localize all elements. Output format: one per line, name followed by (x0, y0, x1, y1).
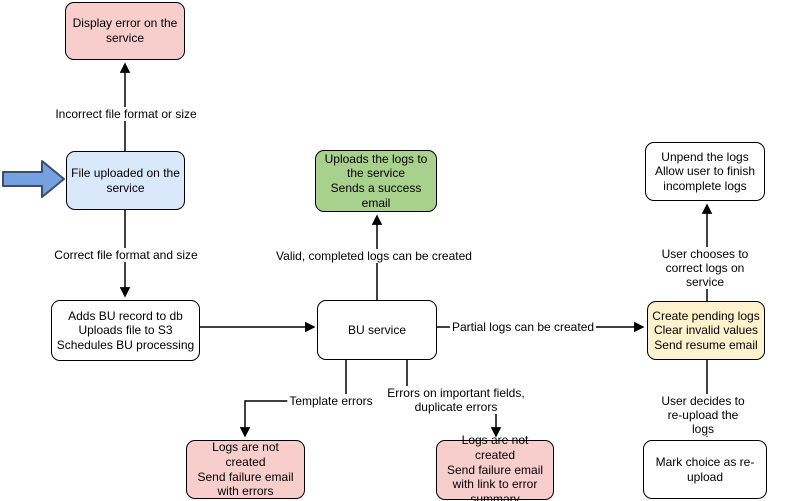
node-display-error[interactable]: Display error on the service (65, 2, 185, 60)
node-mark-reupload[interactable]: Mark choice as re-upload (643, 440, 767, 499)
node-bu-service[interactable]: BU service (317, 300, 437, 360)
edge-label-template-errors: Template errors (287, 394, 375, 409)
edge-label-choose-correct: User chooses to correct logs on service (657, 247, 753, 290)
node-file-uploaded[interactable]: File uploaded on the service (66, 151, 185, 210)
node-display-error-text: Display error on the service (72, 16, 178, 45)
node-adds-bu-record[interactable]: Adds BU record to db Uploads file to S3 … (51, 300, 200, 361)
edge-label-important-fields: Errors on important fields, duplicate er… (385, 386, 527, 415)
node-adds-bu-record-text: Adds BU record to db Uploads file to S3 … (56, 308, 195, 352)
entry-pointer-arrow-icon (2, 160, 65, 198)
node-failure-summary[interactable]: Logs are not created Send failure email … (436, 433, 554, 501)
edge-label-correct-format: Correct file format and size (52, 248, 200, 263)
edge-label-decide-reupload: User decides to re-upload the logs (654, 394, 752, 437)
node-mark-reupload-text: Mark choice as re-upload (655, 454, 755, 484)
node-failure-errors-text: Logs are not created Send failure email … (197, 440, 294, 499)
node-upload-success[interactable]: Uploads the logs to the service Sends a … (315, 150, 437, 212)
node-upload-success-text: Uploads the logs to the service Sends a … (324, 151, 428, 210)
edge-label-partial-logs: Partial logs can be created (449, 320, 597, 335)
node-file-uploaded-text: File uploaded on the service (71, 165, 180, 195)
node-failure-errors[interactable]: Logs are not created Send failure email … (186, 440, 305, 499)
node-create-pending-text: Create pending logs Clear invalid values… (652, 308, 760, 352)
node-unpend-logs-text: Unpend the logs Allow user to finish inc… (654, 149, 756, 193)
node-create-pending[interactable]: Create pending logs Clear invalid values… (647, 301, 765, 360)
edge-label-incorrect-format: Incorrect file format or size (53, 107, 199, 122)
edge-label-valid-logs: Valid, completed logs can be created (274, 249, 474, 264)
node-unpend-logs[interactable]: Unpend the logs Allow user to finish inc… (645, 142, 765, 201)
node-bu-service-text: BU service (347, 322, 406, 337)
node-failure-summary-text: Logs are not created Send failure email … (446, 433, 544, 501)
